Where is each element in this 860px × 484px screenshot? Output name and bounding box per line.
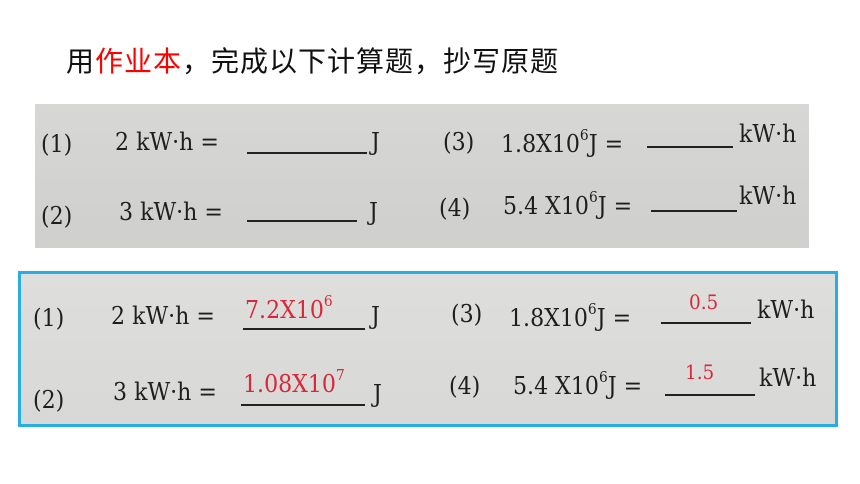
answer-3-expression: 1.8X106J =	[509, 300, 631, 332]
page-title: 用作业本，完成以下计算题，抄写原题	[66, 40, 559, 80]
problem-4-exponent: 6	[588, 188, 598, 206]
problem-2-expression: 3 kW·h =	[119, 198, 223, 226]
problem-3-blank	[647, 146, 733, 148]
problem-2-number: (2)	[41, 202, 73, 230]
answer-4-base: 5.4 X10	[513, 372, 599, 400]
title-prefix: 用	[66, 45, 96, 78]
answer-1-unit: J	[371, 302, 380, 330]
answer-2-value: 1.08X107	[243, 366, 345, 398]
answer-1-number: (1)	[33, 304, 65, 332]
problems-photo: (1) 2 kW·h = J (2) 3 kW·h = J (3) 1.8X10…	[35, 104, 809, 248]
answer-2-exponent: 7	[335, 366, 345, 384]
answer-1-exponent: 6	[323, 292, 333, 310]
problem-1-expression: 2 kW·h =	[115, 128, 219, 156]
problem-1-unit: J	[371, 128, 380, 156]
answer-2-number: (2)	[33, 386, 65, 414]
problem-3-tail: J =	[588, 130, 624, 158]
answer-1-base: 7.2X10	[245, 296, 324, 324]
problem-1-number: (1)	[41, 130, 73, 158]
answer-3-number: (3)	[451, 300, 483, 328]
title-suffix: ，完成以下计算题，抄写原题	[182, 45, 560, 78]
answer-2-base: 1.08X10	[243, 370, 336, 398]
answer-4-number: (4)	[449, 372, 481, 400]
problem-3-unit: kW·h	[739, 120, 797, 148]
answer-1-expression: 2 kW·h =	[111, 302, 215, 330]
answer-2-unit: J	[373, 380, 382, 408]
problem-2-blank	[247, 220, 357, 222]
answer-3-blank	[661, 322, 751, 324]
problem-4-number: (4)	[439, 194, 471, 222]
answer-3-base: 1.8X10	[509, 304, 588, 332]
answer-4-blank	[665, 394, 755, 396]
problem-3-number: (3)	[443, 128, 475, 156]
problem-3-exponent: 6	[579, 126, 589, 144]
title-highlight: 作业本	[95, 45, 183, 78]
answer-4-unit: kW·h	[759, 364, 817, 392]
answer-1-blank	[243, 328, 365, 330]
answer-4-value: 1.5	[685, 360, 715, 384]
answer-2-blank	[241, 404, 365, 406]
answer-3-value: 0.5	[689, 290, 719, 314]
problem-4-base: 5.4 X10	[503, 192, 589, 220]
answer-3-unit: kW·h	[757, 296, 815, 324]
problem-1-blank	[247, 152, 367, 154]
answer-2-expression: 3 kW·h =	[113, 378, 217, 406]
answer-4-exponent: 6	[598, 368, 608, 386]
problem-3-base: 1.8X10	[501, 130, 580, 158]
problem-4-unit: kW·h	[739, 182, 797, 210]
answers-photo: (1) 2 kW·h = 7.2X106 J (2) 3 kW·h = 1.08…	[18, 271, 838, 427]
answer-4-tail: J =	[607, 372, 643, 400]
answer-4-expression: 5.4 X106J =	[513, 368, 642, 400]
problem-2-unit: J	[369, 198, 378, 226]
problem-3-expression: 1.8X106J =	[501, 126, 623, 158]
answer-3-tail: J =	[596, 304, 632, 332]
problem-4-tail: J =	[597, 192, 633, 220]
answer-3-exponent: 6	[587, 300, 597, 318]
answer-1-value: 7.2X106	[245, 292, 333, 324]
problem-4-expression: 5.4 X106J =	[503, 188, 632, 220]
problem-4-blank	[651, 210, 737, 212]
